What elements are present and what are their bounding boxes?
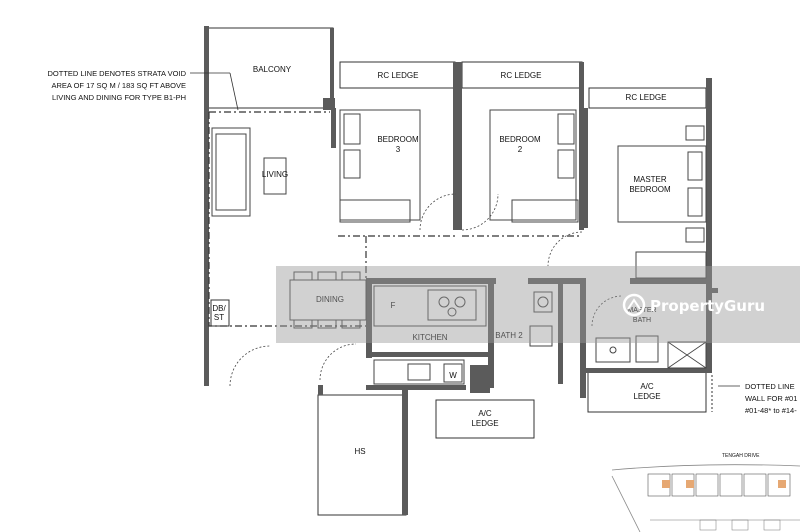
dining-label: DINING: [316, 295, 344, 304]
master-bedroom-label-2: BEDROOM: [629, 185, 671, 194]
strata-void-note-1: DOTTED LINE DENOTES STRATA VOID: [48, 69, 187, 78]
strata-void-note-3: LIVING AND DINING FOR TYPE B1-PH: [52, 93, 186, 102]
ac-ledge-2-label-2: LEDGE: [633, 392, 660, 401]
watermark: PropertyGuru: [276, 266, 800, 343]
walls: [204, 26, 718, 515]
hs-label: HS: [354, 447, 365, 456]
propertyguru-logo-icon: [622, 293, 646, 317]
master-bath-fixtures: [595, 335, 707, 369]
strata-void-note-2: AREA OF 17 SQ M / 183 SQ FT ABOVE: [52, 81, 187, 90]
bath-2-label: BATH 2: [495, 331, 523, 340]
washer-label: W: [449, 371, 457, 380]
wall-note-3: #01-48* to #14-: [745, 406, 797, 415]
bed-3: [339, 109, 421, 223]
dining-table: [289, 271, 367, 329]
fridge-label: F: [391, 301, 396, 310]
key-plan: TENGAH DRIVE: [611, 453, 800, 532]
bedroom-2-number: 2: [518, 145, 523, 154]
bedroom-3-label: BEDROOM: [377, 135, 419, 144]
balcony-label: BALCONY: [253, 65, 292, 74]
ac-ledge-2-label-1: A/C: [640, 382, 654, 391]
kitchen-counter: [373, 285, 487, 385]
key-plan-road: TENGAH DRIVE: [722, 453, 760, 459]
bedroom-3-number: 3: [396, 145, 401, 154]
bedroom-2-label: BEDROOM: [499, 135, 541, 144]
rc-ledge-2-label: RC LEDGE: [501, 71, 542, 80]
living-label: LIVING: [262, 170, 288, 179]
wall-note-2: WALL FOR #01: [745, 394, 797, 403]
db-st-label-1: DB/: [212, 304, 226, 313]
db-st-label-2: ST: [214, 313, 224, 322]
door-swings: [229, 193, 623, 387]
bed-2: [489, 109, 579, 223]
ac-ledge-1-label-1: A/C: [478, 409, 492, 418]
ac-ledge-1-outline: [435, 399, 535, 439]
bath-2-fixtures: [529, 291, 553, 347]
ac-ledge-1-label-2: LEDGE: [471, 419, 498, 428]
rc-ledge-1-label: RC LEDGE: [378, 71, 419, 80]
watermark-brand: PropertyGuru: [650, 297, 765, 315]
sofa: [211, 127, 251, 217]
kitchen-label: KITCHEN: [412, 333, 447, 342]
wall-note-1: DOTTED LINE: [745, 382, 795, 391]
master-bath-label-2: BATH: [633, 317, 651, 324]
rc-ledge-3-label: RC LEDGE: [626, 93, 667, 102]
strata-void-dotted-line: [208, 111, 582, 327]
coffee-table: [263, 157, 287, 195]
master-bedroom-label-1: MASTER: [633, 175, 667, 184]
master-bed: [617, 125, 707, 279]
